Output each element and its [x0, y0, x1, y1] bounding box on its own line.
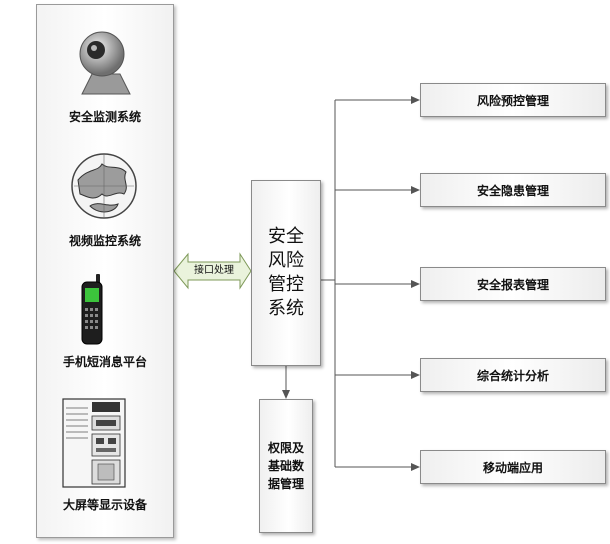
module-mobile-app: 移动端应用 — [420, 450, 606, 484]
device-label-monitoring: 安全监测系统 — [68, 110, 141, 124]
arrowhead-1 — [411, 96, 420, 104]
device-label-display: 大屏等显示设备 — [62, 498, 147, 512]
module-hazard-management: 安全隐患管理 — [420, 173, 606, 207]
webcam-icon — [79, 31, 131, 95]
arrowhead-3 — [411, 280, 420, 288]
module-statistics-analysis: 综合统计分析 — [420, 358, 606, 392]
device-label-video: 视频监控系统 — [68, 234, 141, 248]
permission-base-data-box: 权限及基础数据管理 — [259, 399, 313, 533]
risk-control-system-box: 安全风险管控系统 — [251, 180, 321, 366]
risk-control-system-title: 安全风险管控系统 — [268, 226, 304, 319]
mobile-phone-icon — [81, 274, 103, 345]
module-report-management: 安全报表管理 — [420, 267, 606, 301]
display-cabinet-icon — [62, 398, 126, 488]
permission-base-data-title: 权限及基础数据管理 — [267, 441, 304, 491]
arrowhead-down — [282, 390, 290, 399]
device-label-sms: 手机短消息平台 — [62, 355, 147, 369]
interface-label: 接口处理 — [194, 265, 234, 276]
module-risk-precontrol: 风险预控管理 — [420, 83, 606, 117]
arrowhead-5 — [411, 463, 420, 471]
arrowhead-2 — [411, 186, 420, 194]
arrowhead-4 — [411, 371, 420, 379]
globe-icon — [71, 153, 137, 219]
